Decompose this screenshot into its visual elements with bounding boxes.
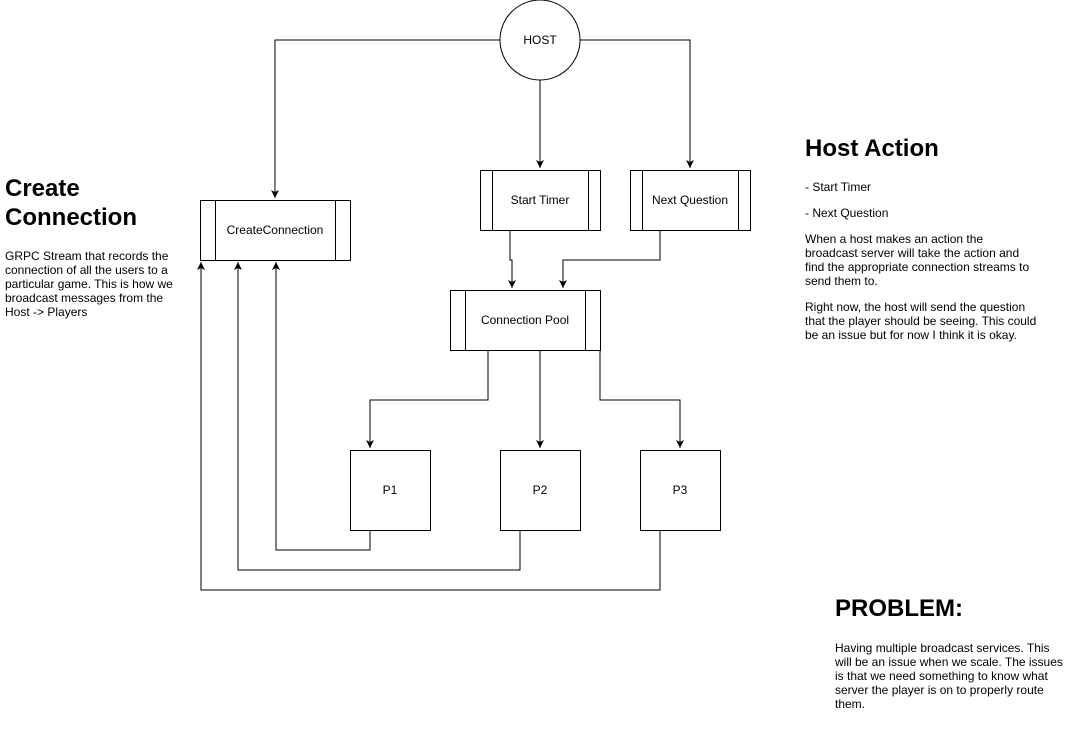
host-node: HOST bbox=[499, 0, 581, 81]
edge-host-to-createconnection bbox=[271, 39, 500, 198]
p2-label: P2 bbox=[533, 483, 548, 497]
edge-p1-to-createconnection bbox=[272, 262, 371, 551]
host-action-note-title: Host Action bbox=[805, 135, 939, 162]
player-p2-node: P2 bbox=[500, 450, 581, 531]
next-question-node: Next Question bbox=[630, 170, 751, 231]
edge-p2-to-createconnection bbox=[234, 262, 521, 571]
problem-note: PROBLEM: Having multiple broadcast servi… bbox=[835, 594, 1067, 711]
p3-label: P3 bbox=[673, 483, 688, 497]
edge-p3-to-createconnection bbox=[197, 262, 661, 591]
host-label: HOST bbox=[523, 33, 557, 47]
p1-label: P1 bbox=[383, 483, 398, 497]
problem-note-title: PROBLEM: bbox=[835, 595, 963, 622]
next-question-label: Next Question bbox=[652, 193, 728, 207]
host-action-note: Host Action - Start Timer - Next Questio… bbox=[805, 134, 1055, 342]
problem-note-body: Having multiple broadcast services. This… bbox=[835, 641, 1063, 711]
player-p1-node: P1 bbox=[350, 450, 431, 531]
edge-pool-to-p3 bbox=[599, 350, 684, 448]
start-timer-node: Start Timer bbox=[480, 170, 601, 231]
edge-host-to-next-question bbox=[580, 39, 694, 168]
host-action-para1: When a host makes an action the broadcas… bbox=[805, 232, 1030, 288]
create-connection-node: CreateConnection bbox=[200, 200, 351, 261]
host-action-item-start-timer: - Start Timer bbox=[805, 180, 872, 194]
create-connection-note: Create Connection GRPC Stream that recor… bbox=[5, 174, 195, 319]
start-timer-label: Start Timer bbox=[511, 193, 570, 207]
edge-next-question-to-pool bbox=[559, 230, 661, 288]
create-connection-note-title: Create Connection bbox=[5, 175, 137, 231]
player-p3-node: P3 bbox=[640, 450, 721, 531]
edge-pool-to-p1 bbox=[366, 350, 489, 448]
edge-start-timer-to-pool bbox=[508, 230, 516, 288]
create-connection-label: CreateConnection bbox=[227, 223, 324, 237]
connection-pool-label: Connection Pool bbox=[481, 313, 569, 327]
connection-pool-node: Connection Pool bbox=[450, 290, 601, 351]
host-action-item-next-question: - Next Question bbox=[805, 206, 889, 220]
host-action-para2: Right now, the host will send the questi… bbox=[805, 300, 1037, 342]
create-connection-note-body: GRPC Stream that records the connection … bbox=[5, 249, 173, 319]
